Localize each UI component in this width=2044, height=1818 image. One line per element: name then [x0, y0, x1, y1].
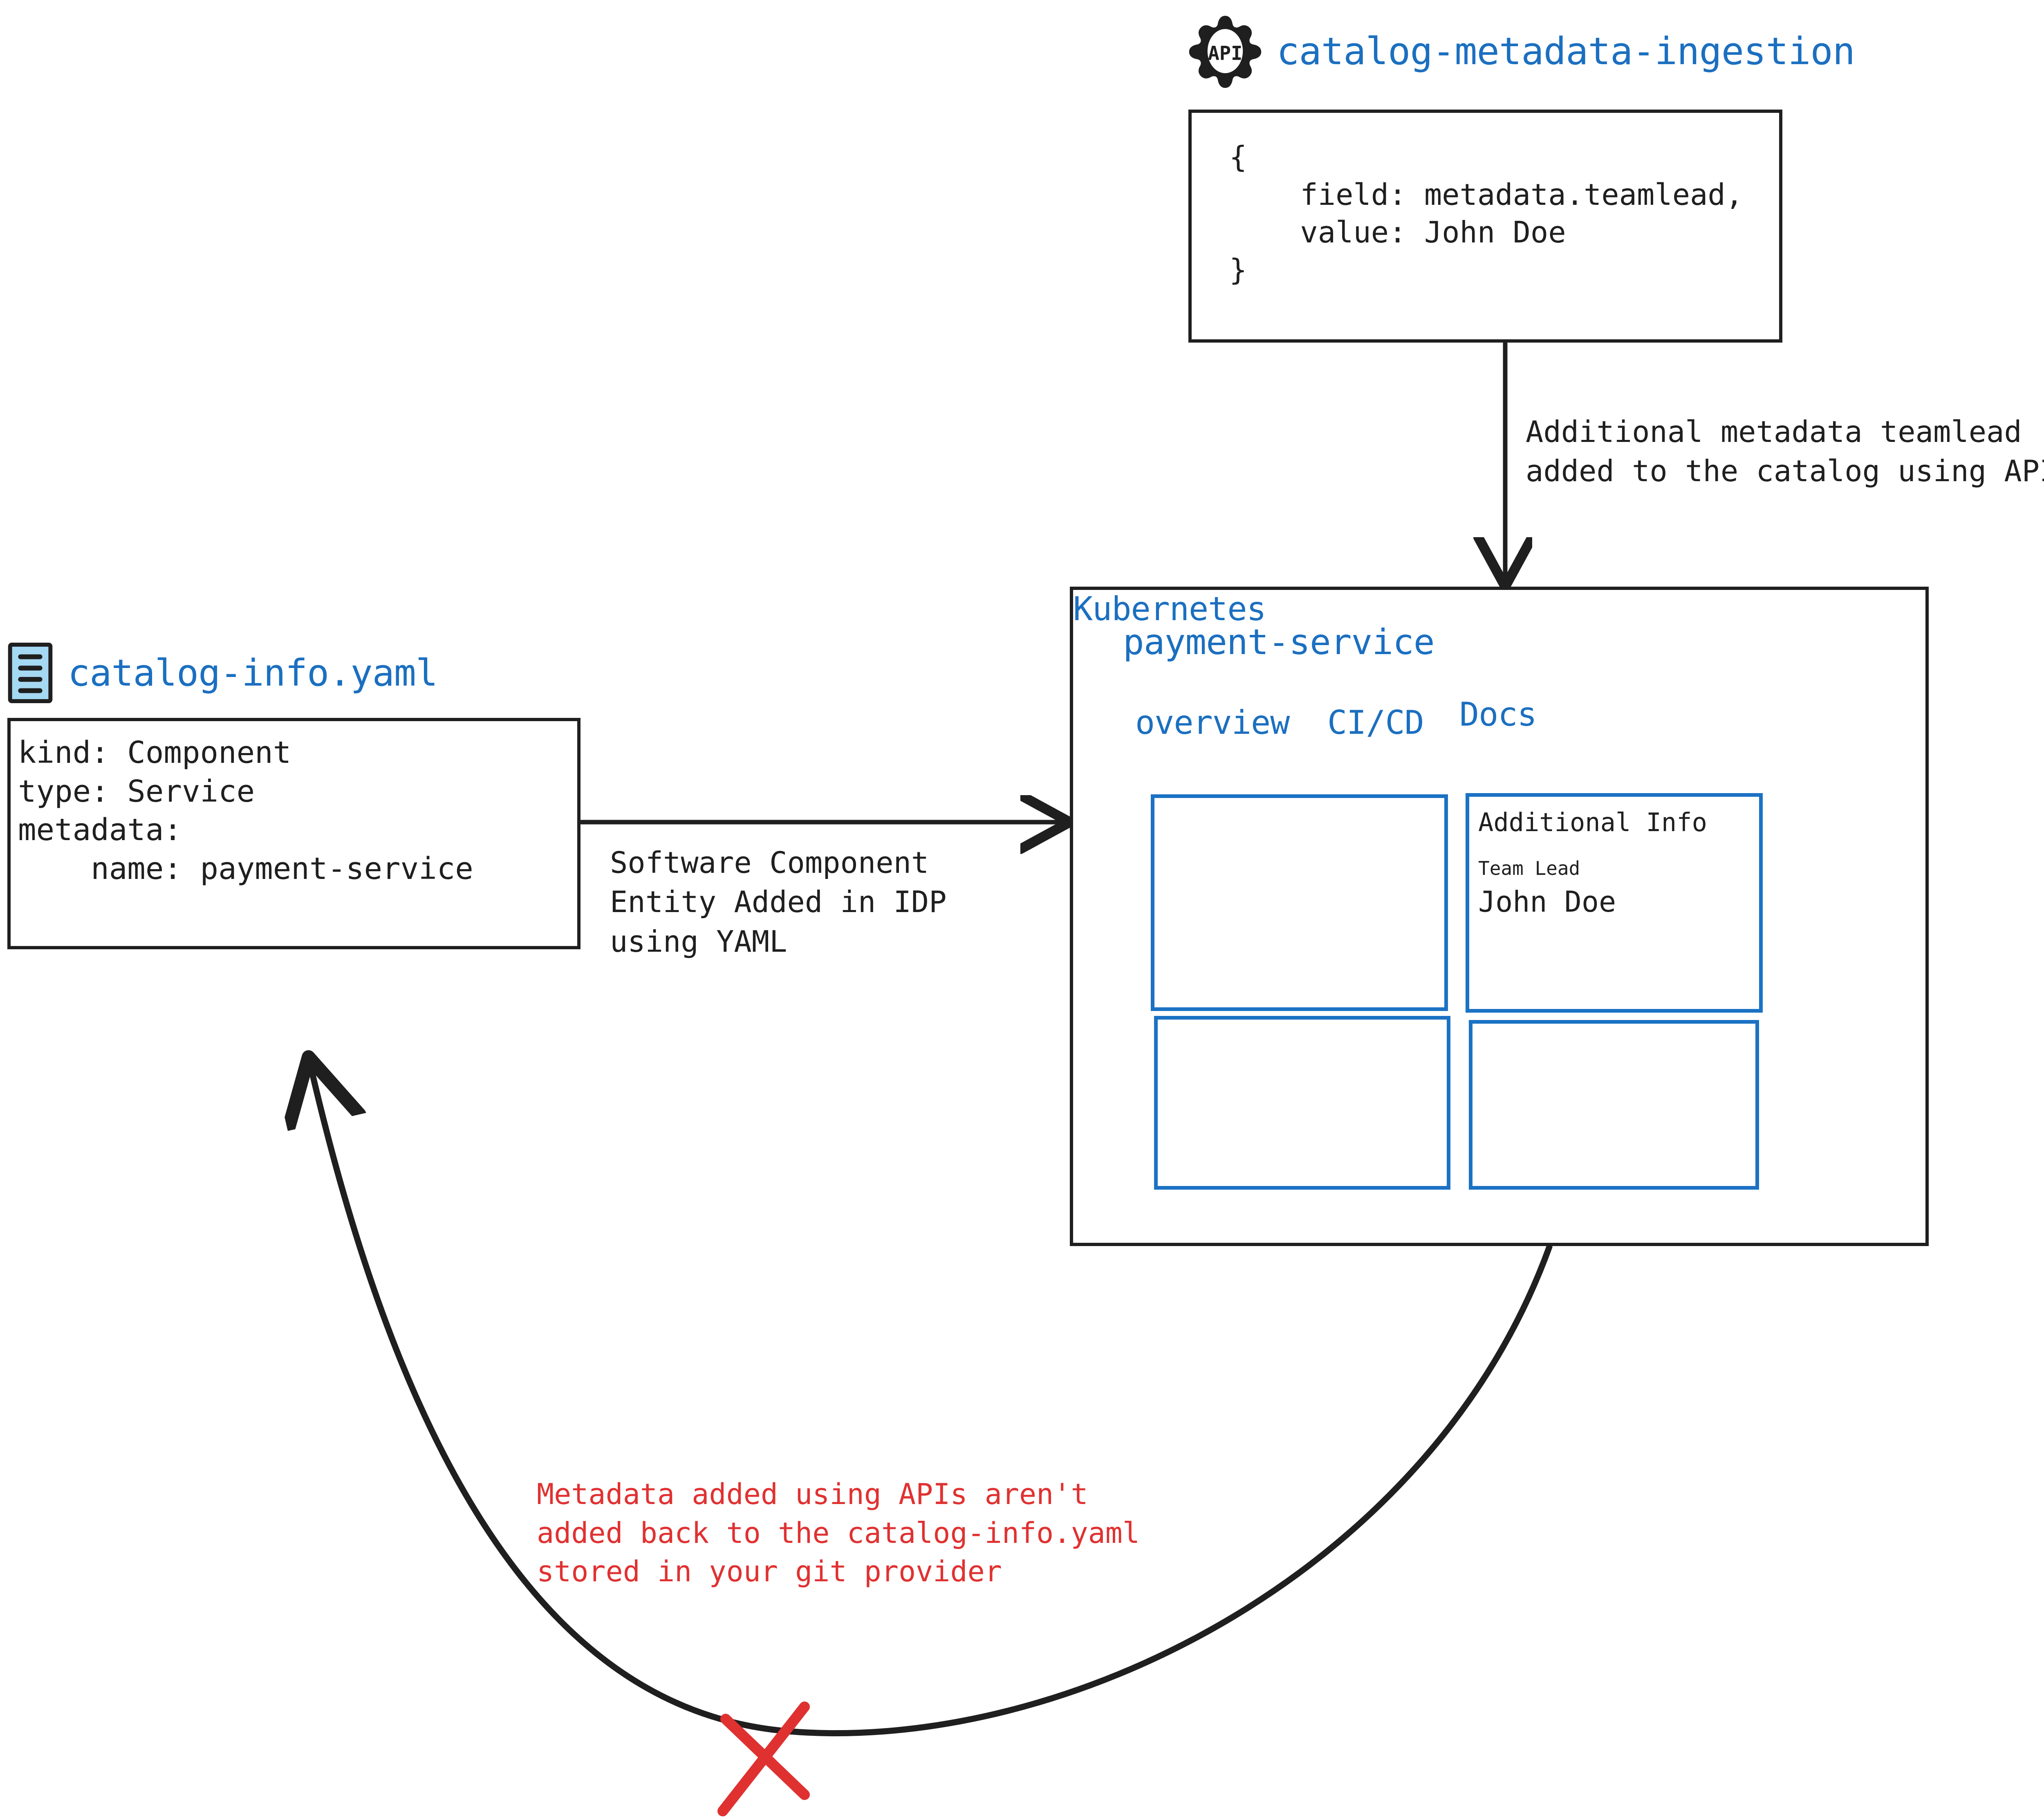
panel-card-top-left: [1151, 794, 1448, 1011]
panel-card-bottom-right: [1469, 1020, 1759, 1190]
edge-label-yaml-to-panel: Software Component Entity Added in IDP u…: [610, 845, 947, 959]
edge-label-api-to-panel: Additional metadata teamlead added to th…: [1526, 415, 2044, 489]
panel-card-bottom-left: [1154, 1016, 1450, 1190]
payment-service-panel: payment-service overview CI/CD Docs Kube…: [1070, 587, 1929, 1246]
yaml-content-code: kind: Component type: Service metadata: …: [18, 735, 473, 887]
yaml-node-title: catalog-info.yaml: [68, 651, 438, 695]
tab-docs[interactable]: Docs: [1459, 695, 1537, 733]
yaml-document-icon: [7, 642, 53, 704]
api-node: API catalog-metadata-ingestion { field: …: [1188, 16, 1855, 343]
yaml-content-box: kind: Component type: Service metadata: …: [7, 718, 580, 949]
tab-kubernetes[interactable]: Kubernetes: [1073, 590, 1266, 628]
catalog-info-yaml-node: catalog-info.yaml kind: Component type: …: [7, 642, 580, 949]
panel-card-additional-info: Additional Info Team Lead John Doe: [1466, 793, 1763, 1013]
api-node-title: catalog-metadata-ingestion: [1277, 29, 1855, 73]
api-payload-code: { field: metadata.teamlead, value: John …: [1229, 140, 1744, 287]
svg-text:API: API: [1208, 43, 1243, 65]
tab-overview[interactable]: overview: [1135, 704, 1290, 742]
yaml-node-header: catalog-info.yaml: [7, 636, 438, 710]
api-gear-icon: API: [1188, 14, 1262, 88]
api-payload-box: { field: metadata.teamlead, value: John …: [1188, 110, 1782, 343]
team-lead-value: John Doe: [1478, 885, 1616, 919]
panel-title: payment-service: [1123, 622, 1435, 663]
api-node-header: API catalog-metadata-ingestion: [1188, 0, 1855, 102]
tab-cicd[interactable]: CI/CD: [1327, 704, 1424, 742]
additional-info-heading: Additional Info: [1478, 807, 1707, 837]
team-lead-label: Team Lead: [1478, 857, 1580, 879]
edge-label-blocked-warning: Metadata added using APIs aren't added b…: [537, 1477, 1140, 1588]
red-x-icon: [717, 1701, 810, 1816]
